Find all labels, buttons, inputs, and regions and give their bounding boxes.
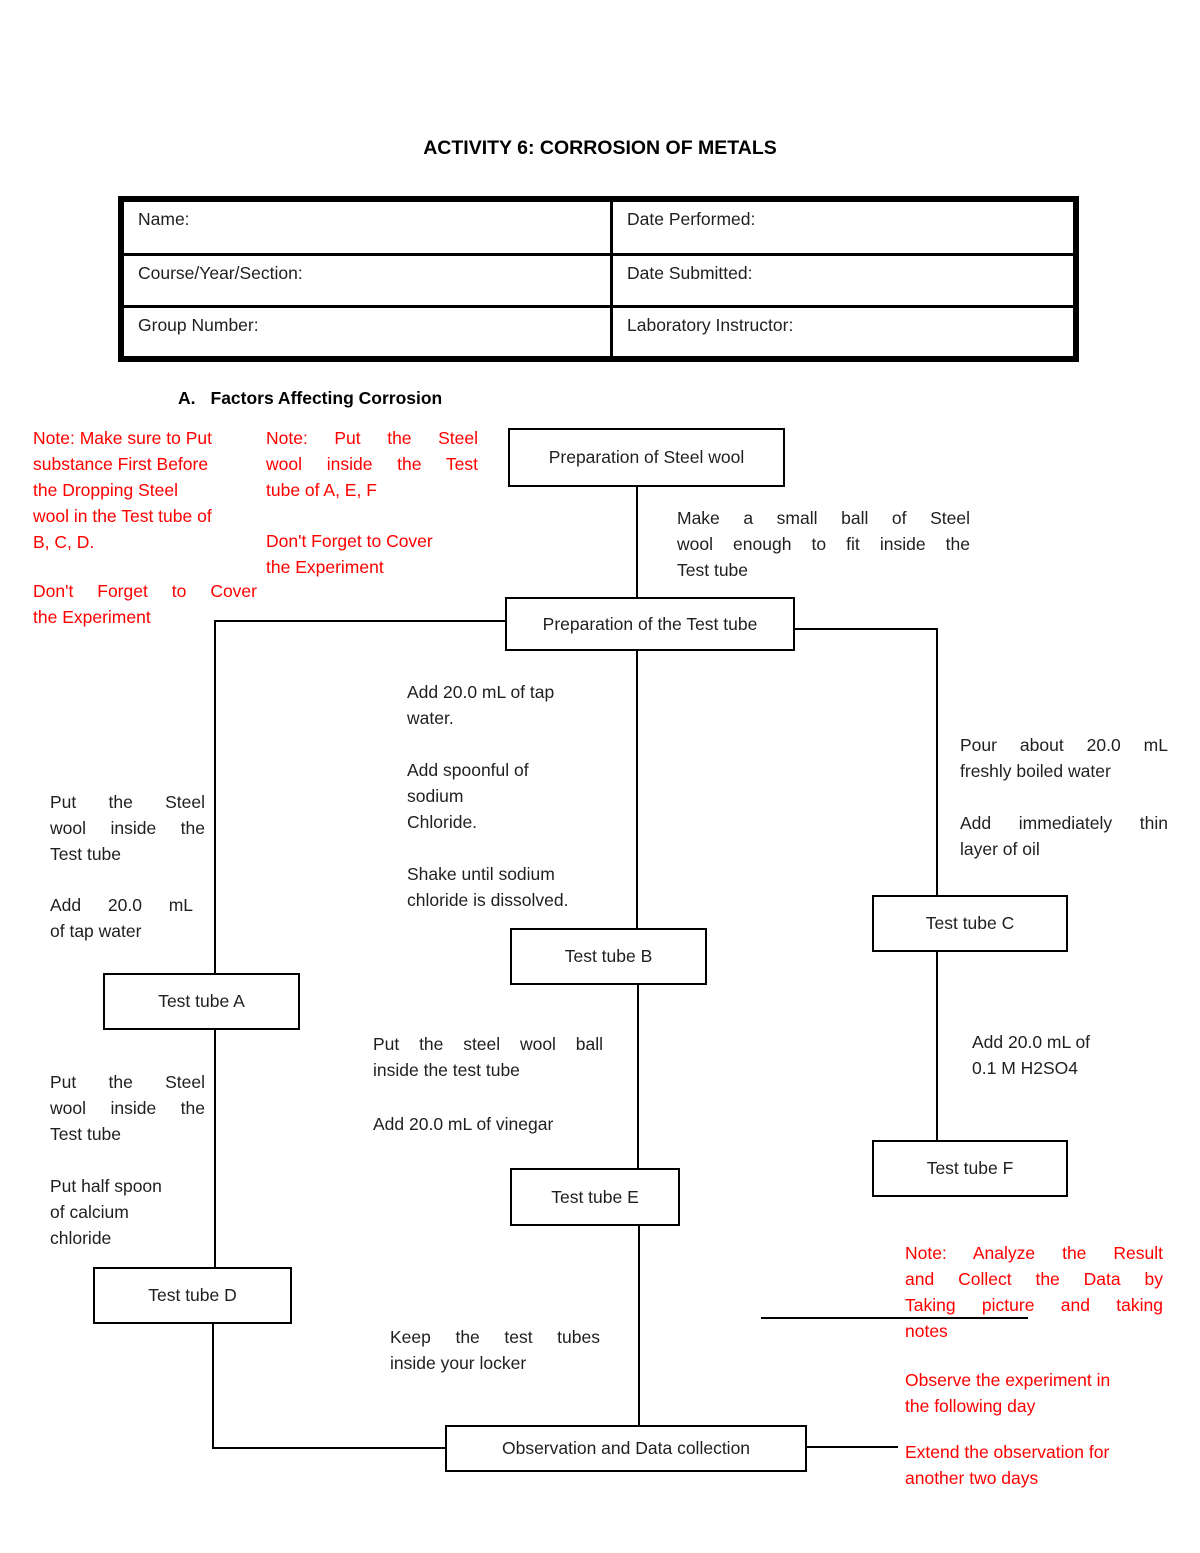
connector-left-to-observation [212,1447,447,1449]
section-title: Factors Affecting Corrosion [210,388,443,408]
section-heading: A. Factors Affecting Corrosion [178,388,442,409]
connector-observation-right [805,1446,898,1448]
flow-box-test-tube-a: Test tube A [103,973,300,1030]
table-cell-laboratory-instructor: Laboratory Instructor: [610,304,1073,356]
section-letter: A. [178,388,196,408]
page-title: ACTIVITY 6: CORROSION OF METALS [423,137,777,159]
table-cell-course-year-section: Course/Year/Section: [124,253,610,304]
flow-box-observation: Observation and Data collection [445,1425,807,1472]
connector-tube-e-to-observation [638,1224,640,1427]
connector-right-to-tube-c [936,628,938,897]
connector-tube-b-to-tube-e [637,983,639,1170]
flow-box-test-tube-f: Test tube F [872,1140,1068,1197]
connector-prep-tube-right [793,628,938,630]
flow-box-test-tube-c: Test tube C [872,895,1068,952]
table-cell-name: Name: [138,209,190,229]
connector-tube-d-down [212,1322,214,1449]
flow-box-test-tube-e: Test tube E [510,1168,680,1226]
info-table: Name: Date Performed: Course/Year/Sectio… [118,196,1079,362]
flow-box-test-tube-d: Test tube D [93,1267,292,1324]
connector-left-to-tube-a [214,620,216,975]
flow-box-test-tube-b: Test tube B [510,928,707,985]
connector-note-analyze-line [761,1317,1028,1319]
connector-tube-a-to-tube-d [214,1028,216,1269]
connector-prep-tube-left [214,620,507,622]
connector-mid-to-tube-b [636,649,638,930]
table-cell-date-submitted: Date Submitted: [610,253,1073,305]
table-cell-group-number: Group Number: [124,304,610,356]
table-cell-date-performed: Date Performed: [610,202,1073,254]
connector-prep-wool-to-prep-tube [636,487,638,597]
step-add-vinegar: Add 20.0 mL of vinegar [373,1114,554,1134]
flow-box-preparation-test-tube: Preparation of the Test tube [505,597,795,651]
connector-tube-c-to-tube-f [936,950,938,1142]
flow-box-preparation-steel-wool: Preparation of Steel wool [508,428,785,487]
